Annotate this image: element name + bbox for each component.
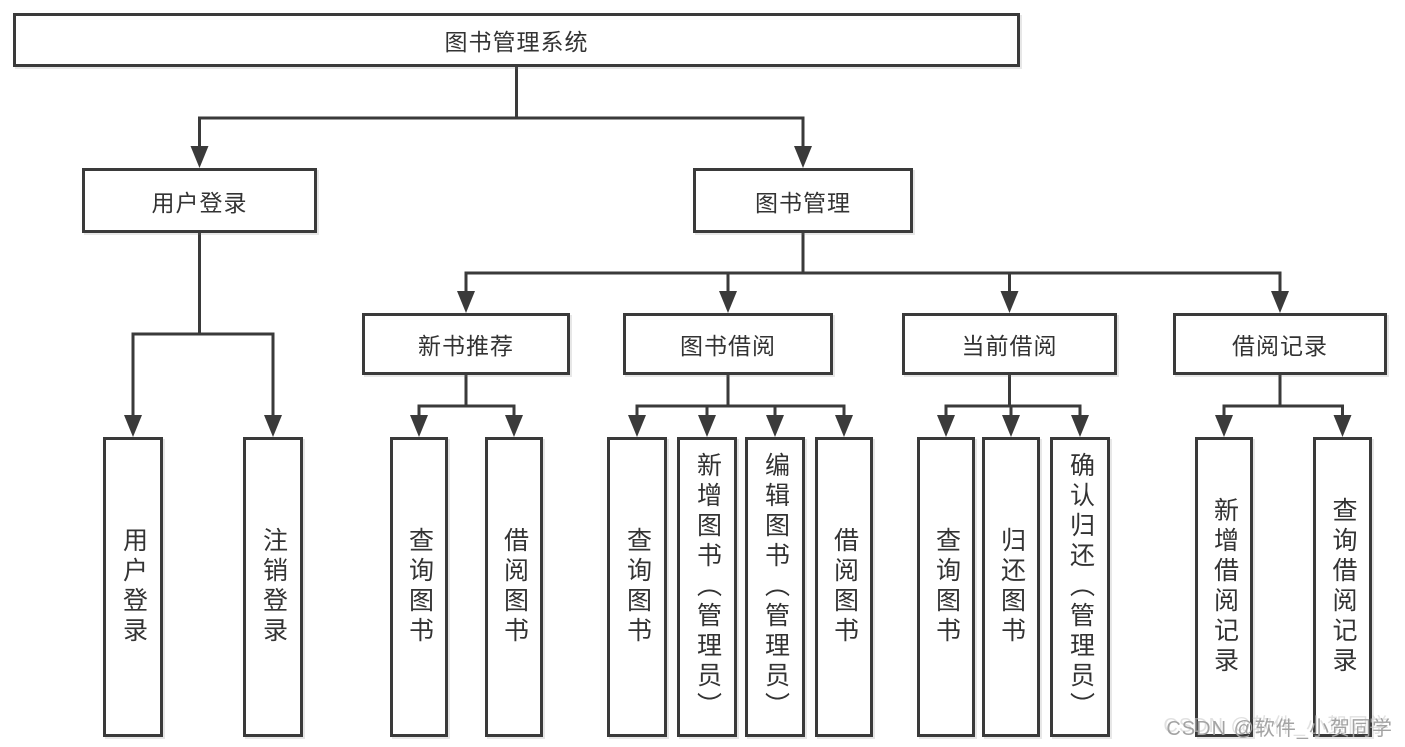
- arrowhead-icon: [835, 415, 853, 437]
- node-leaf-nbr-query-books: 查询图书: [390, 437, 448, 737]
- arrowhead-icon: [1000, 291, 1019, 313]
- node-label: 用户登录: [119, 527, 148, 647]
- node-leaf-bb-edit-books-admin: 编辑图书（管理员）: [745, 437, 805, 737]
- arrowhead-icon: [1271, 291, 1289, 313]
- node-leaf-br-add-record: 新增借阅记录: [1195, 437, 1253, 737]
- node-leaf-logout: 注销登录: [243, 437, 303, 737]
- node-leaf-cb-confirm-return-admin: 确认归还（管理员）: [1050, 437, 1110, 737]
- arrowhead-icon: [190, 146, 209, 168]
- node-label: 查询图书: [405, 527, 434, 647]
- node-label: 编辑图书（管理员）: [761, 452, 790, 722]
- arrowhead-icon: [719, 291, 737, 313]
- arrowhead-icon: [628, 415, 646, 437]
- node-borrowing-records: 借阅记录: [1173, 313, 1387, 375]
- node-leaf-bb-add-books-admin: 新增图书（管理员）: [677, 437, 737, 737]
- arrowhead-icon: [457, 291, 475, 313]
- arrowhead-icon: [794, 146, 812, 168]
- node-label: 图书管理系统: [444, 29, 589, 55]
- node-book-management: 图书管理: [693, 168, 913, 233]
- node-current-borrowing: 当前借阅: [902, 313, 1117, 375]
- node-leaf-br-query-record: 查询借阅记录: [1313, 437, 1372, 737]
- arrowhead-icon: [505, 415, 523, 437]
- node-label: 借阅记录: [1232, 333, 1328, 359]
- node-user-login: 用户登录: [82, 168, 317, 233]
- connector-current-borrow-branch: [937, 375, 1089, 437]
- node-leaf-bb-query-books: 查询图书: [607, 437, 667, 737]
- connector-book-borrow-branch: [628, 375, 853, 437]
- arrowhead-icon: [1002, 415, 1020, 437]
- node-label: 确认归还（管理员）: [1066, 452, 1095, 722]
- node-book-borrowing: 图书借阅: [623, 313, 833, 375]
- node-label: 查询图书: [932, 527, 961, 647]
- node-label: 新增图书（管理员）: [693, 452, 722, 722]
- node-label: 查询借阅记录: [1329, 497, 1357, 677]
- arrowhead-icon: [766, 415, 784, 437]
- node-label: 归还图书: [997, 527, 1026, 647]
- arrowhead-icon: [937, 415, 955, 437]
- node-library-system: 图书管理系统: [13, 13, 1020, 67]
- connector-borrow-records-branch: [1215, 375, 1352, 437]
- arrowhead-icon: [1071, 415, 1089, 437]
- arrowhead-icon: [698, 415, 716, 437]
- node-label: 新书推荐: [418, 333, 514, 359]
- arrowhead-icon: [124, 415, 142, 437]
- connector-root-to-level2: [190, 66, 812, 168]
- node-label: 新增借阅记录: [1210, 497, 1239, 677]
- node-leaf-cb-query-books: 查询图书: [917, 437, 975, 737]
- node-label: 注销登录: [259, 527, 288, 647]
- node-label: 查询图书: [623, 527, 652, 647]
- arrowhead-icon: [410, 415, 428, 437]
- watermark: CSDN @软件_小贺同学: [1166, 718, 1393, 740]
- arrowhead-icon: [1215, 415, 1233, 437]
- node-new-book-recommend: 新书推荐: [362, 313, 570, 375]
- arrowhead-icon: [1333, 415, 1352, 437]
- connector-new-book-rec-branch: [410, 375, 523, 437]
- node-leaf-cb-return-books: 归还图书: [982, 437, 1040, 737]
- connector-book-mgmt-branch: [457, 233, 1289, 313]
- node-leaf-nbr-borrow-books: 借阅图书: [485, 437, 543, 737]
- node-leaf-bb-borrow-books: 借阅图书: [815, 437, 873, 737]
- connector-user-login-branch: [124, 233, 282, 437]
- node-label: 借阅图书: [830, 527, 859, 647]
- node-label: 借阅图书: [500, 527, 529, 647]
- node-label: 用户登录: [151, 189, 248, 216]
- node-label: 图书管理: [755, 189, 851, 216]
- node-label: 图书借阅: [680, 333, 776, 359]
- arrowhead-icon: [264, 415, 282, 437]
- node-label: 当前借阅: [961, 333, 1058, 359]
- node-leaf-user-login: 用户登录: [103, 437, 163, 737]
